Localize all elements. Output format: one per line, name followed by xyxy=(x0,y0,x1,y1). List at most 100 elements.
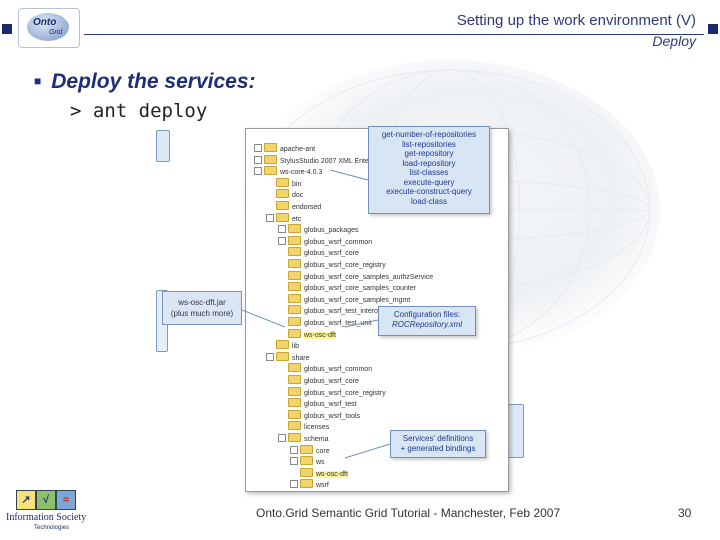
folder-icon xyxy=(264,154,277,164)
folder-icon xyxy=(288,421,301,431)
tree-row[interactable]: globus_wsrf_core xyxy=(278,247,359,257)
folder-icon xyxy=(288,259,301,268)
tree-row[interactable]: StylusStudio 2007 XML Enterprise Suite xyxy=(254,154,404,165)
tree-row[interactable]: globus_wsrf_test xyxy=(278,398,357,408)
tree-row-label: etc xyxy=(292,215,302,223)
tree-row[interactable]: globus_wsrf_core xyxy=(278,375,359,385)
tree-expander-icon[interactable] xyxy=(254,144,262,152)
tree-row-label: globus_wsrf_core_registry xyxy=(304,389,386,397)
folder-icon xyxy=(288,317,301,326)
tree-row[interactable]: globus_packages xyxy=(278,224,359,234)
tree-row-label: ws-core-4.0.3 xyxy=(280,169,323,177)
tree-row[interactable]: globus_wsrf_tools xyxy=(278,409,361,420)
tree-expander-icon[interactable] xyxy=(278,225,286,234)
tree-row[interactable]: etc xyxy=(266,212,302,223)
folder-icon xyxy=(300,444,313,454)
header-square-right xyxy=(708,24,718,34)
tree-row[interactable]: globus_wsrf_common xyxy=(278,235,372,246)
tree-row[interactable]: globus_wsrf_core_samples_authzService xyxy=(278,270,433,281)
slide-subtitle: Deploy xyxy=(652,33,696,49)
folder-icon xyxy=(300,467,313,477)
tree-row[interactable]: schema xyxy=(278,433,329,443)
org-name: Information Society xyxy=(6,512,87,523)
folder-icon xyxy=(288,224,301,234)
tree-row[interactable]: share xyxy=(266,351,310,362)
tree-row[interactable]: core xyxy=(290,444,330,455)
tree-row-label: ws-osc-dft xyxy=(304,331,336,339)
tree-row[interactable]: ws xyxy=(290,456,325,466)
tree-row-label: globus_wsrf_common xyxy=(304,366,373,374)
folder-icon xyxy=(300,456,313,466)
folder-icon xyxy=(276,201,289,210)
operation-item: load-class xyxy=(410,196,447,206)
slide-title: Setting up the work environment (V) xyxy=(456,12,696,29)
tree-row-label: schema xyxy=(304,436,329,443)
operation-item: load-repository xyxy=(402,158,456,168)
tree-row[interactable]: ws-osc-dft xyxy=(290,467,348,478)
tree-expander-icon[interactable] xyxy=(290,480,298,489)
tree-expander-icon[interactable] xyxy=(278,236,286,245)
tree-expander-icon[interactable] xyxy=(266,213,274,222)
folder-icon xyxy=(288,375,301,384)
tree-row-label: share xyxy=(292,354,310,362)
folder-icon xyxy=(288,270,301,280)
tree-row-label: globus_wsrf_core_samples_mgmt xyxy=(304,296,411,304)
tree-row-label: bin xyxy=(292,180,302,188)
tree-row[interactable]: bin xyxy=(266,177,302,188)
services-line-1: Services' definitions xyxy=(402,434,474,443)
jar-callout: ws-osc-dft.jar (plus much more) xyxy=(162,291,242,325)
config-title: Configuration files: xyxy=(393,310,461,319)
tree-row-label: ws-osc-dft xyxy=(316,470,348,478)
operation-item: get-number-of-repositories xyxy=(381,130,477,139)
ontogrid-logo: Onto Grid xyxy=(18,8,80,48)
folder-icon xyxy=(276,351,289,361)
jar-line-1: ws-osc-dft.jar xyxy=(178,298,226,307)
tree-row-label: globus_wsrf_core xyxy=(304,378,359,385)
tree-expander-icon[interactable] xyxy=(278,434,286,442)
tile-approx-icon: ≈ xyxy=(56,490,76,510)
logo-oval xyxy=(27,13,69,41)
folder-icon xyxy=(288,409,301,419)
header-square-left xyxy=(2,24,12,34)
folder-icon xyxy=(288,293,301,303)
partial-window-left xyxy=(156,130,170,162)
tree-row-label: globus_wsrf_test_unit xyxy=(304,320,372,327)
tree-expander-icon[interactable] xyxy=(254,155,262,164)
information-society-logo: ↗ √ ≈ Information Society Technologies xyxy=(6,490,98,536)
tree-expander-icon[interactable] xyxy=(290,445,298,454)
tree-row[interactable]: lib xyxy=(266,340,299,350)
tree-row[interactable]: doc xyxy=(266,189,303,199)
footer-text: Onto.Grid Semantic Grid Tutorial - Manch… xyxy=(256,506,561,520)
tree-row[interactable]: globus_wsrf_test_interop xyxy=(278,305,382,315)
tree-row[interactable]: apache-ant xyxy=(254,143,315,153)
header-divider xyxy=(84,34,704,35)
folder-icon xyxy=(276,189,289,199)
folder-icon xyxy=(288,328,301,338)
tree-row[interactable]: globus_wsrf_core_registry xyxy=(278,259,386,269)
tree-row[interactable]: globus_wsrf_test_unit xyxy=(278,317,372,327)
tree-row[interactable]: globus_wsrf_core_registry xyxy=(278,386,386,397)
folder-icon xyxy=(300,479,313,489)
folder-icon xyxy=(276,340,289,350)
configuration-callout: Configuration files: ROCRepository.xml xyxy=(378,306,476,336)
tree-expander-icon[interactable] xyxy=(290,457,298,466)
bullet-square-icon: ■ xyxy=(34,74,42,88)
tree-row-label: licenses xyxy=(304,424,330,432)
tree-row[interactable]: globus_wsrf_common xyxy=(278,363,372,373)
tree-row[interactable]: wsrf xyxy=(290,479,329,489)
tree-expander-icon[interactable] xyxy=(266,352,274,361)
tree-row-label: globus_wsrf_tools xyxy=(304,412,361,420)
tree-row[interactable]: globus_wsrf_core_samples_mgmt xyxy=(278,293,411,304)
folder-icon xyxy=(276,177,289,187)
tree-row[interactable]: ws-osc-dft xyxy=(278,328,336,339)
folder-icon xyxy=(288,398,301,408)
bullet-text: Deploy the services: xyxy=(51,70,256,93)
tree-row[interactable]: globus_wsrf_core_samples_counter xyxy=(278,282,416,292)
tree-row[interactable]: endorsed xyxy=(266,201,321,211)
tree-row[interactable]: licenses xyxy=(278,421,329,431)
tile-arrow-icon: ↗ xyxy=(16,490,36,510)
tree-row[interactable]: ws-core-4.0.3 xyxy=(254,166,322,176)
tree-expander-icon[interactable] xyxy=(254,167,262,176)
folder-icon xyxy=(288,305,301,315)
